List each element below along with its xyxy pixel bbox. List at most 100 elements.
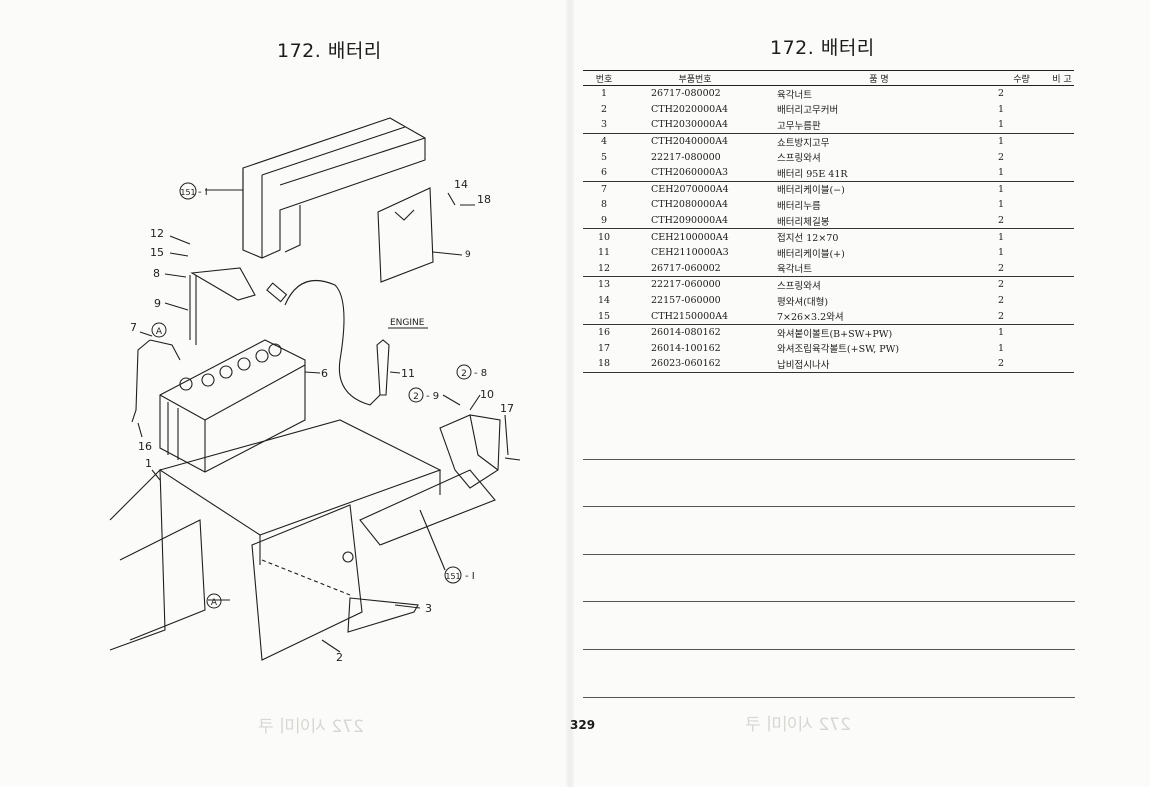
row-remark <box>1050 181 1074 197</box>
table-row: 13 22217-060000 스프링와셔 2 <box>583 277 1074 293</box>
row-part-no: CEH2110000A3 <box>651 247 729 259</box>
row-no: 7 <box>600 183 608 195</box>
row-no: 17 <box>597 342 611 354</box>
row-remark <box>1050 149 1074 165</box>
row-no: 14 <box>597 295 611 307</box>
callout-16: 16 <box>138 440 152 453</box>
row-no: 10 <box>597 231 611 243</box>
row-qty: 1 <box>998 103 1005 115</box>
header-name: 품 명 <box>765 70 993 86</box>
row-name: 배터리체길봉 <box>765 212 993 230</box>
row-remark <box>1050 164 1074 182</box>
row-name: 육각너트 <box>777 89 812 101</box>
callout-2-8-suffix: - 8 <box>474 368 487 379</box>
callout-17: 17 <box>500 402 514 415</box>
row-no: 4 <box>600 136 608 148</box>
row-name: 고무누름판 <box>765 117 993 134</box>
row-part-no: 22217-080000 <box>651 151 721 163</box>
row-remark <box>1050 308 1074 325</box>
blank-ruled-lines <box>583 412 1075 698</box>
row-remark <box>1050 341 1074 357</box>
row-remark <box>1050 117 1074 134</box>
row-part-no: 26014-080162 <box>651 327 721 339</box>
row-name: 배터리케이블(+) <box>777 248 845 260</box>
header-remark: 비 고 <box>1050 70 1074 86</box>
callout-A-upper: A <box>156 327 163 337</box>
row-name: 스프링와셔 <box>777 280 821 292</box>
row-no: 3 <box>583 117 625 134</box>
header-no: 번호 <box>583 70 625 86</box>
row-no: 2 <box>600 103 608 115</box>
row-qty: 1 <box>998 231 1005 243</box>
callout-9-cover: 9 <box>465 250 471 260</box>
battery-exploded-diagram: 151 - I 14 18 12 15 8 9 7 A 16 1 6 ENGIN… <box>109 117 521 664</box>
bleed-through-text-right: 272 시이미 쿠 <box>745 715 851 735</box>
callout-18: 18 <box>477 193 491 206</box>
left-page: 172. 배터리 <box>0 0 570 787</box>
callout-A-lower: A <box>211 598 218 608</box>
row-no: 13 <box>597 279 611 291</box>
row-name: 쇼트방지고무 <box>777 137 830 149</box>
row-qty: 1 <box>998 342 1005 354</box>
row-no: 1 <box>600 88 608 100</box>
bleed-through-text: 272 시이미 쿠 <box>258 717 364 737</box>
parts-table-header: 번호 부품번호 품 명 수량 비 고 <box>583 70 1074 86</box>
callout-151-bottom-suffix: - I <box>465 571 475 582</box>
header-qty: 수량 <box>993 70 1050 86</box>
row-remark <box>1050 133 1074 149</box>
row-name: 납비접시나사 <box>765 356 993 373</box>
row-part-no: 26014-100162 <box>651 342 721 354</box>
callout-2: 2 <box>336 651 343 664</box>
row-qty: 1 <box>998 183 1005 195</box>
callout-151-top: 151 <box>180 188 195 197</box>
row-qty: 1 <box>993 117 1050 134</box>
row-remark <box>1050 260 1074 278</box>
row-part-no: 22217-060000 <box>651 279 721 291</box>
row-remark <box>1050 356 1074 373</box>
row-no: 12 <box>583 260 625 278</box>
row-remark <box>1050 324 1074 340</box>
row-qty: 1 <box>998 199 1005 211</box>
row-no: 11 <box>597 247 611 259</box>
row-qty: 2 <box>993 356 1050 373</box>
row-qty: 1 <box>998 327 1005 339</box>
callout-2-9-suffix: - 9 <box>426 391 439 402</box>
row-no: 16 <box>597 327 611 339</box>
callout-1: 1 <box>145 457 152 470</box>
row-name: 배터리케이블(−) <box>777 185 845 197</box>
row-part-no: 26717-080002 <box>651 88 721 100</box>
header-part-no: 부품번호 <box>625 70 765 86</box>
row-remark <box>1050 86 1074 102</box>
row-qty: 2 <box>998 279 1005 291</box>
left-page-title: 172. 배터리 <box>277 40 382 62</box>
row-remark <box>1050 277 1074 293</box>
row-no: 8 <box>600 199 608 211</box>
callout-9: 9 <box>154 297 161 310</box>
row-part-no: CEH2100000A4 <box>651 231 729 243</box>
row-part-no: 26717-060002 <box>625 260 765 278</box>
callout-7: 7 <box>130 321 137 334</box>
row-remark <box>1050 245 1074 261</box>
row-part-no: 22157-060000 <box>651 295 721 307</box>
row-remark <box>1050 229 1074 245</box>
row-name: 스프링와셔 <box>777 153 821 165</box>
table-row: 10 CEH2100000A4 접지선 12×70 1 <box>583 229 1074 245</box>
row-part-no: CTH2080000A4 <box>651 199 729 211</box>
row-name: 접지선 12×70 <box>777 233 839 245</box>
row-qty: 2 <box>993 260 1050 278</box>
row-no: 5 <box>600 151 608 163</box>
